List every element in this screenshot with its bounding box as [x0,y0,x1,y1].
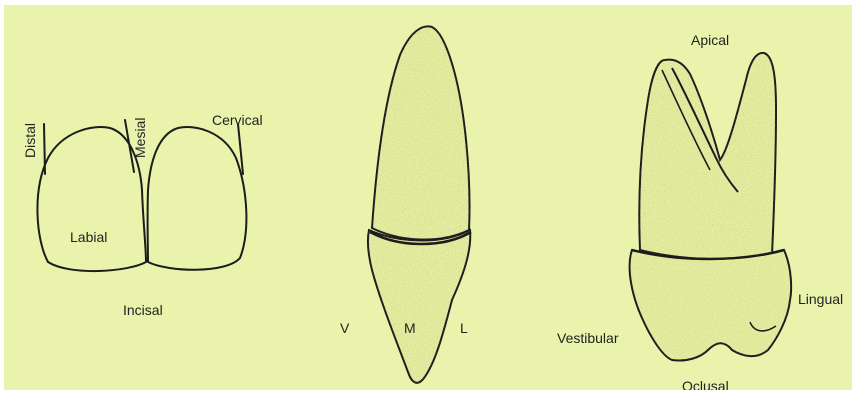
label-vestibular: Vestibular [557,330,619,346]
dental-diagram: Distal Mesial Cervical Labial Incisal V … [4,5,852,390]
label-mesial: Mesial [132,118,148,158]
label-apical: Apical [691,32,729,48]
label-labial: Labial [70,229,107,245]
label-distal: Distal [22,123,38,158]
distal-guide-line [44,124,45,174]
label-l: L [460,320,468,336]
label-incisal: Incisal [123,302,163,318]
label-cervical: Cervical [212,112,263,128]
label-oclusal: Oclusal [682,378,729,390]
label-v: V [340,320,350,336]
label-lingual: Lingual [798,291,843,307]
dental-diagram-panel: Distal Mesial Cervical Labial Incisal V … [4,5,852,390]
label-m: M [404,320,416,336]
